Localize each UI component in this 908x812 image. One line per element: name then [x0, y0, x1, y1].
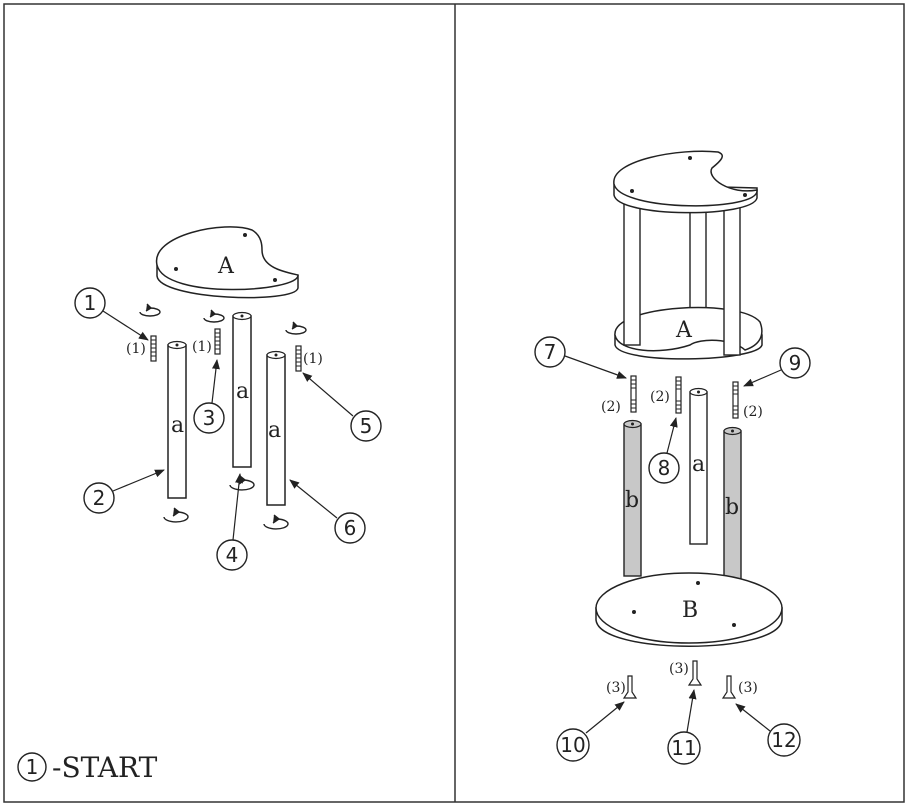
screw-3 [295, 345, 302, 372]
left-panel: A a a a [17, 226, 382, 784]
callout-9: 9 [743, 347, 811, 387]
screw-8 [675, 376, 682, 414]
top-shelf-label: A [217, 254, 235, 279]
svg-text:8: 8 [658, 456, 671, 480]
callout-11: 11 [667, 689, 701, 765]
leg-a-middle: a [689, 387, 708, 545]
start-legend: 1 -START [17, 751, 158, 784]
callout-12: 12 [735, 703, 801, 757]
assembled-upper-unit: A [613, 150, 763, 360]
qty-label: (2) [601, 399, 621, 415]
base-label: B [682, 598, 698, 623]
callout-3: 3 [193, 359, 225, 434]
leg-a-1: a [167, 340, 187, 499]
leg-label: b [625, 488, 639, 513]
svg-text:3: 3 [203, 406, 216, 430]
callout-6: 6 [289, 479, 366, 544]
svg-text:7: 7 [544, 340, 557, 364]
right-panel: A (2) (2) (2) [534, 150, 811, 765]
qty-label: (3) [669, 661, 689, 677]
callout-2: 2 [83, 469, 165, 514]
qty-label: (3) [738, 680, 758, 696]
svg-text:6: 6 [344, 516, 357, 540]
svg-text:9: 9 [789, 351, 802, 375]
qty-label: (1) [192, 339, 212, 355]
shelf-label: A [675, 318, 693, 343]
leg-label: a [236, 379, 249, 404]
callout-1: 1 [74, 287, 149, 341]
start-number: 1 [26, 755, 39, 779]
svg-text:4: 4 [226, 543, 239, 567]
leg-label: a [268, 418, 281, 443]
leg-b-left: b [623, 419, 642, 577]
callout-7: 7 [534, 336, 627, 379]
qty-label: (3) [606, 680, 626, 696]
start-text: -START [52, 751, 158, 784]
svg-text:2: 2 [93, 486, 106, 510]
svg-text:1: 1 [84, 291, 97, 315]
base-shelf-b: B [595, 572, 783, 647]
qty-label: (1) [303, 351, 323, 367]
screw-9 [732, 381, 739, 419]
bolt-10 [622, 675, 638, 699]
qty-label: (1) [126, 341, 146, 357]
screw-7 [630, 375, 637, 413]
top-shelf-a: A [156, 226, 299, 299]
screw-2 [214, 328, 221, 355]
svg-text:5: 5 [360, 414, 373, 438]
screw-1 [150, 335, 157, 362]
leg-label: a [692, 452, 705, 477]
leg-a-3: a [266, 350, 286, 506]
leg-label: b [725, 495, 739, 520]
callout-8: 8 [648, 417, 680, 484]
bolt-12 [721, 675, 737, 699]
qty-label: (2) [743, 404, 763, 420]
leg-a-2: a [232, 311, 252, 468]
leg-b-right: b [723, 426, 742, 584]
page-frame [3, 3, 905, 803]
callout-4: 4 [216, 473, 248, 571]
callout-5: 5 [302, 372, 382, 442]
leg-label: a [171, 413, 184, 438]
svg-text:12: 12 [771, 728, 796, 752]
svg-text:10: 10 [560, 733, 585, 757]
bolt-11 [687, 660, 703, 686]
qty-label: (2) [650, 389, 670, 405]
callout-10: 10 [556, 701, 625, 762]
svg-text:11: 11 [671, 736, 696, 760]
